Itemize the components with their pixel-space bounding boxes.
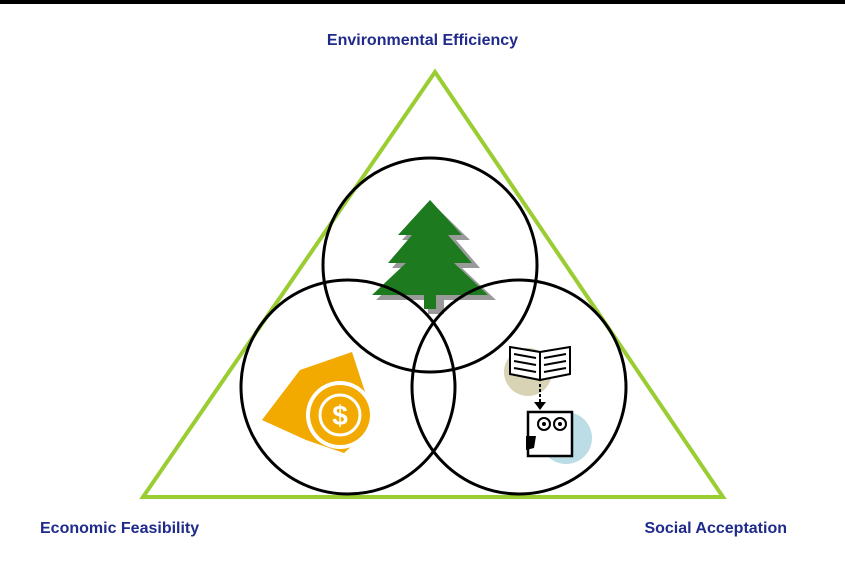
venn-circle-top [321, 156, 539, 374]
label-social-acceptation: Social Acceptation [644, 520, 787, 537]
top-rule [0, 0, 845, 4]
outer-triangle [139, 68, 727, 499]
dollar-coin-icon: $ [262, 352, 374, 453]
book-reader-icon [504, 345, 592, 464]
label-economic-feasibility: Economic Feasibility [40, 520, 200, 537]
pine-tree-icon [372, 200, 496, 314]
venn-circle-left [239, 278, 457, 496]
venn-circle-right [410, 278, 628, 496]
svg-text:$: $ [332, 400, 348, 431]
label-environmental-efficiency: Environmental Efficiency [326, 32, 519, 49]
